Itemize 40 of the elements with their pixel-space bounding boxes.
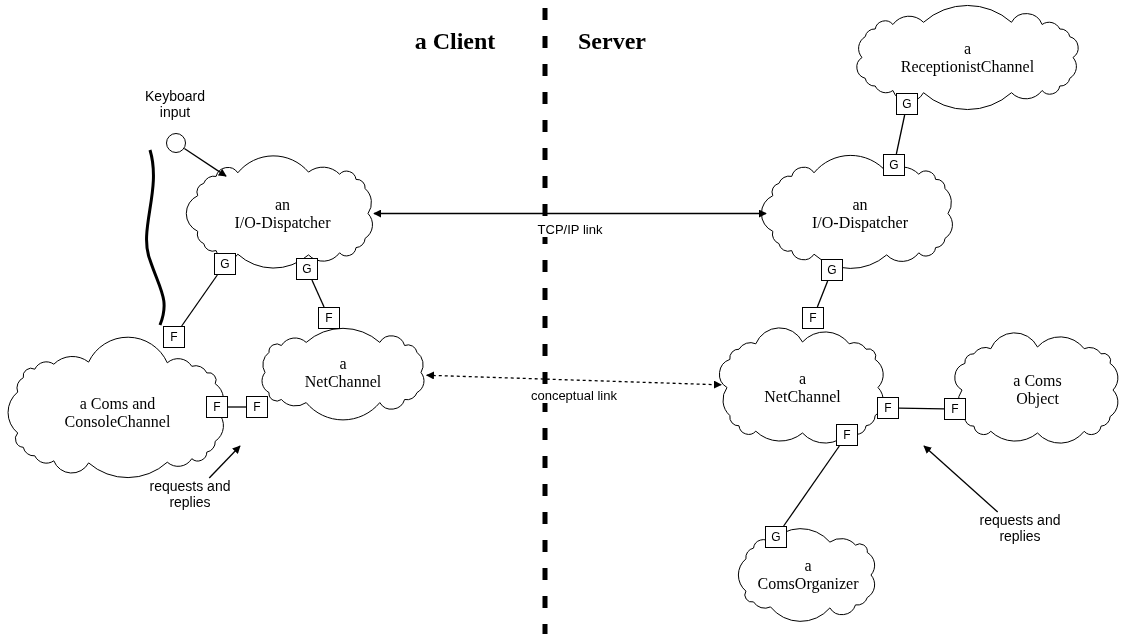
port-marker: F	[163, 326, 185, 348]
object-name: a Coms Object	[1012, 372, 1063, 408]
port-marker: G	[214, 253, 236, 275]
port-marker: F	[802, 307, 824, 329]
port-marker: G	[883, 154, 905, 176]
port-marker: G	[821, 259, 843, 281]
port-marker: F	[246, 396, 268, 418]
connector-line	[816, 280, 829, 308]
object-name: a Coms and ConsoleChannel	[63, 394, 172, 431]
port-marker: F	[944, 398, 966, 420]
port-marker: G	[896, 93, 918, 115]
port-marker: F	[836, 424, 858, 446]
object-name: a ReceptionistChannel	[899, 39, 1036, 76]
connector-line	[227, 406, 247, 408]
port-marker: F	[877, 397, 899, 419]
connector-line	[311, 279, 325, 308]
connector-line	[895, 114, 906, 155]
object-name: an I/O-Dispatcher	[811, 195, 909, 232]
annotation-text: requests and replies	[135, 478, 245, 518]
column-heading: Server	[578, 28, 646, 55]
object-name: a NetChannel	[763, 369, 842, 406]
caption-text: Keyboard input	[144, 88, 206, 120]
port-marker: F	[318, 307, 340, 329]
connector-line	[783, 445, 840, 527]
connector-line	[898, 407, 945, 410]
annotation-text: requests and replies	[965, 512, 1075, 552]
object-name: an I/O-Dispatcher	[233, 195, 332, 232]
object-name: a NetChannel	[303, 354, 383, 391]
object-name: a ComsOrganizer	[756, 557, 860, 593]
arrow	[425, 371, 722, 389]
arrow	[208, 445, 241, 479]
column-heading: a Client	[414, 28, 496, 55]
arrow	[373, 209, 767, 218]
connector-line	[181, 274, 218, 327]
arrow	[183, 147, 227, 177]
input-circle	[166, 133, 186, 153]
port-marker: G	[296, 258, 318, 280]
arrow	[923, 445, 999, 513]
port-marker: G	[765, 526, 787, 548]
port-marker: F	[206, 396, 228, 418]
